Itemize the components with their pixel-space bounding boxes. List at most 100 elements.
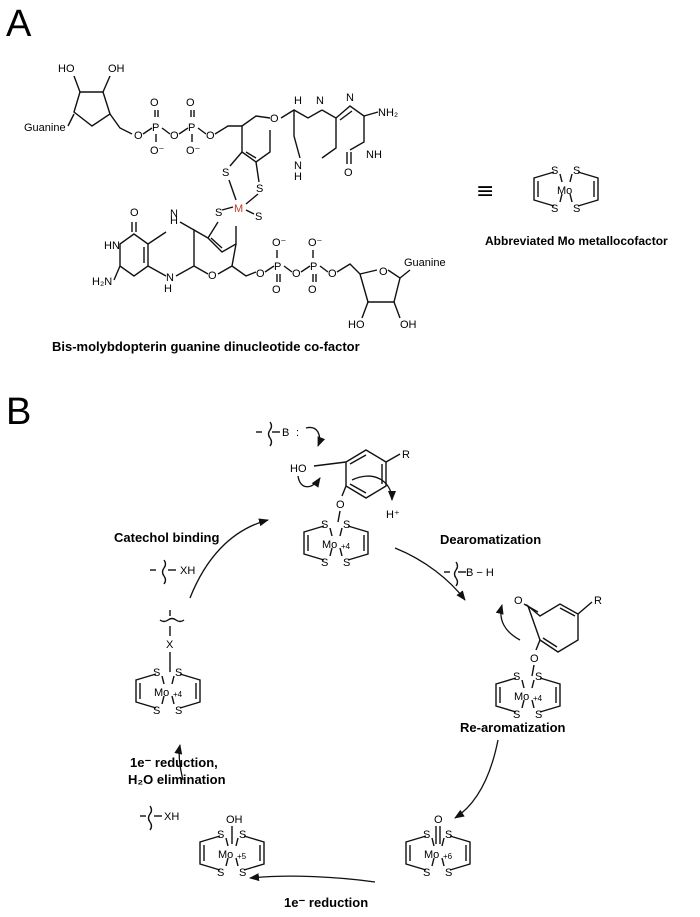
atom-mo-a: Mo — [557, 185, 572, 197]
atom-ominus-4: O⁻ — [308, 237, 323, 249]
s-right-1: S — [513, 671, 520, 683]
mo-right: Mo — [514, 691, 529, 703]
atom-x: X — [166, 639, 174, 651]
base-species: B : — [256, 421, 326, 447]
arrow-catechol-binding — [189, 518, 269, 599]
label-dearomatization: Dearomatization — [440, 532, 541, 547]
s-top-3: S — [321, 557, 328, 569]
atom-o-ribose: O — [379, 266, 388, 278]
label-rearomatization: Re-aromatization — [460, 720, 566, 735]
s-left-1: S — [153, 667, 160, 679]
s-top-2: S — [343, 519, 350, 531]
atom-r-top: R — [402, 449, 410, 461]
label-1e-reduction: 1e⁻ reduction — [284, 895, 368, 910]
mo-left: Mo — [154, 687, 169, 699]
guanine-label-top: Guanine — [24, 122, 66, 134]
xh-bottom: XH — [164, 811, 179, 823]
panel-a-label: A — [6, 3, 32, 45]
atom-s-2: S — [256, 183, 263, 195]
s-oxo-2: S — [445, 829, 452, 841]
atom-h-top-1: H — [294, 95, 302, 107]
xh-species-top: XH — [150, 559, 195, 585]
atom-o-5: O — [206, 130, 215, 142]
atom-o-3: O — [170, 130, 179, 142]
equivalence-sign: ≡ — [476, 179, 494, 204]
atom-oh: OH — [108, 63, 125, 75]
atom-nh-top: N — [316, 95, 324, 107]
atom-n-top-1: N — [294, 160, 302, 172]
xh-species-bottom: XH — [140, 805, 179, 831]
atom-ominus-3: O⁻ — [272, 237, 287, 249]
atom-ho-cat: HO — [290, 463, 307, 475]
label-reduction-line2: H₂O elimination — [128, 772, 226, 787]
base-h-species: B − H — [444, 561, 494, 587]
s-hyd-3: S — [217, 867, 224, 879]
label-catechol-binding: Catechol binding — [114, 530, 220, 545]
catechol-bound-species: HO R O H⁺ — [290, 449, 410, 523]
atom-p-1: P — [152, 122, 159, 134]
atom-o-keto: O — [514, 595, 523, 607]
atom-o-ring-top: O — [270, 113, 279, 125]
atom-nh-top-2: NH — [366, 149, 382, 161]
atom-hn-bot: HN — [104, 240, 120, 252]
atom-o-ring-bot: O — [208, 270, 217, 282]
base-colon: : — [296, 427, 299, 439]
atom-ho-bot: HO — [348, 319, 365, 331]
atom-o-6: O — [256, 268, 265, 280]
atom-ominus-1: O⁻ — [150, 145, 165, 157]
atom-n-bot-2: N — [166, 272, 174, 284]
ox-right: +4 — [533, 694, 543, 703]
s-oxo-3: S — [423, 867, 430, 879]
atom-o-4: O — [186, 97, 195, 109]
s-hyd-4: S — [239, 867, 246, 879]
s-hyd-2: S — [239, 829, 246, 841]
mo-oxo-species: O S S S S Mo +6 — [405, 814, 471, 879]
atom-o-7: O — [272, 284, 281, 296]
atom-s-4: S — [255, 211, 262, 223]
base-h: B − H — [466, 567, 494, 579]
h-plus: H⁺ — [386, 509, 400, 521]
atom-n-bot-1: N — [170, 208, 178, 220]
atom-p-2: P — [188, 122, 195, 134]
label-reduction-line1: 1e⁻ reduction, — [130, 755, 218, 770]
mo-oxo: Mo — [424, 849, 439, 861]
metal-center: M — [234, 203, 243, 215]
mo-top: Mo — [322, 539, 337, 551]
xh-top: XH — [180, 565, 195, 577]
mo-unit-top: S S S S Mo +4 — [303, 519, 369, 569]
atom-o-right: O — [530, 653, 539, 665]
atom-n-top-2: N — [346, 92, 354, 104]
abbreviated-mo-structure: S S S S Mo — [533, 165, 599, 215]
atom-h-top-2: H — [294, 171, 302, 183]
atom-o-10: O — [328, 268, 337, 280]
atom-o-9: O — [308, 284, 317, 296]
guanine-label-bot: Guanine — [404, 257, 446, 269]
mo-unit-right: S S S S Mo +4 — [495, 671, 561, 721]
abbreviated-caption: Abbreviated Mo metallocofactor — [485, 234, 668, 248]
atom-o-oxo: O — [434, 814, 443, 826]
base-b: B — [282, 427, 289, 439]
atom-h-bot-1: H — [170, 215, 178, 227]
atom-o-8: O — [292, 268, 301, 280]
arrow-h2o-elimination — [174, 744, 184, 781]
atom-o-carbonyl-top: O — [344, 167, 353, 179]
atom-p-4: P — [310, 261, 317, 273]
s-top-4: S — [343, 557, 350, 569]
atom-r-right: R — [594, 595, 602, 607]
ox-plus6: +6 — [443, 852, 453, 861]
mo-hyd: Mo — [218, 849, 233, 861]
s-top-1: S — [321, 519, 328, 531]
s-right-3: S — [513, 709, 520, 721]
mo-unit-left: S S S S Mo +4 — [135, 667, 201, 717]
atom-nh2-top: NH₂ — [378, 107, 398, 119]
atom-s-3: S — [215, 207, 222, 219]
bis-mgd-caption: Bis-molybdopterin guanine dinucleotide c… — [52, 339, 360, 354]
atom-o-2: O — [150, 97, 159, 109]
arrow-1e-reduction — [249, 873, 376, 883]
s-right-2: S — [535, 671, 542, 683]
ox-plus5: +5 — [237, 852, 247, 861]
atom-h-bot-2: H — [164, 283, 172, 295]
bis-mgd-structure: HO OH Guanine O P O O⁻ O P O O⁻ O O H — [24, 63, 446, 331]
arrow-rearomatization — [454, 739, 499, 819]
